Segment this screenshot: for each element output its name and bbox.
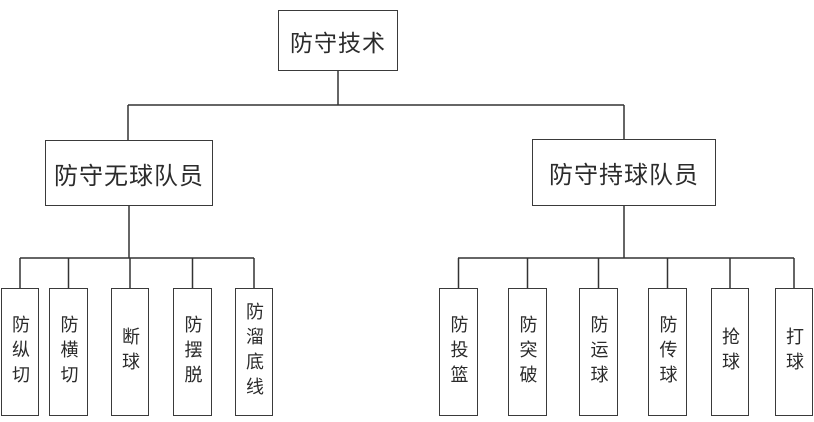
node-leaf-defend-baseline-slip: 防溜底线 [235, 288, 273, 416]
node-leaf-defend-horizontal-cut: 防横切 [49, 288, 88, 416]
node-branch-defend-off-ball-player: 防守无球队员 [45, 140, 213, 206]
node-leaf-strike-ball: 打球 [775, 288, 813, 416]
node-leaf-defend-pass: 防传球 [648, 288, 687, 416]
node-leaf-defend-shot: 防投篮 [439, 288, 478, 416]
node-leaf-defend-dribble: 防运球 [579, 288, 618, 416]
node-leaf-grab-ball: 抢球 [711, 288, 749, 416]
node-leaf-defend-drive: 防突破 [508, 288, 547, 416]
node-leaf-defend-vertical-cut: 防纵切 [1, 288, 39, 416]
node-root-defense-technique: 防守技术 [278, 10, 398, 71]
node-leaf-defend-getting-free: 防摆脱 [173, 288, 212, 416]
node-leaf-intercept-ball: 断球 [111, 288, 149, 416]
node-branch-defend-on-ball-player: 防守持球队员 [532, 139, 716, 206]
